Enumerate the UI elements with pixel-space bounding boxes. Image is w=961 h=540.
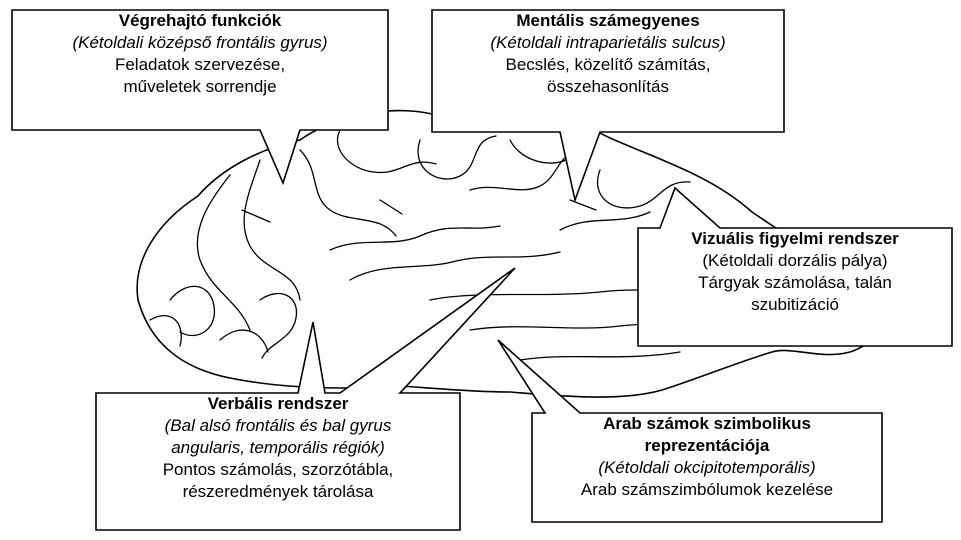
callout-verbal-desc-2: részeredmények tárolása [96,481,460,503]
callout-numberline-desc-2: összehasonlítás [432,76,784,98]
callout-visual: Vizuális figyelmi rendszer (Kétoldali do… [638,228,952,316]
callout-executive-subtitle: (Kétoldali középső frontális gyrus) [12,32,388,54]
callout-executive-desc-2: műveletek sorrendje [12,76,388,98]
callout-visual-subtitle: (Kétoldali dorzális pálya) [638,250,952,272]
callout-visual-desc-1: Tárgyak számolása, talán [638,272,952,294]
callout-numberline-subtitle: (Kétoldali intraparietális sulcus) [432,32,784,54]
callout-visual-desc-2: szubitizáció [638,294,952,316]
callout-executive-title: Végrehajtó funkciók [12,10,388,32]
callout-numberline: Mentális számegyenes (Kétoldali intrapar… [432,10,784,98]
callout-numberline-desc-1: Becslés, közelítő számítás, [432,54,784,76]
callout-verbal-subtitle-1: (Bal alsó frontális és bal gyrus [96,415,460,437]
callout-verbal-desc-1: Pontos számolás, szorzótábla, [96,459,460,481]
callout-verbal-title: Verbális rendszer [96,393,460,415]
callout-verbal: Verbális rendszer (Bal alsó frontális és… [96,393,460,503]
callout-arabic-title-1: Arab számok szimbolikus [532,413,882,435]
callout-arabic-desc: Arab számszimbólumok kezelése [532,479,882,501]
callout-numberline-title: Mentális számegyenes [432,10,784,32]
callout-arabic: Arab számok szimbolikus reprezentációja … [532,413,882,501]
callout-executive-desc-1: Feladatok szervezése, [12,54,388,76]
callout-executive: Végrehajtó funkciók (Kétoldali középső f… [12,10,388,98]
callout-arabic-subtitle: (Kétoldali okcipitotemporális) [532,457,882,479]
callout-verbal-subtitle-2: angularis, temporális régiók) [96,437,460,459]
callout-arabic-title-2: reprezentációja [532,435,882,457]
callout-visual-title: Vizuális figyelmi rendszer [638,228,952,250]
